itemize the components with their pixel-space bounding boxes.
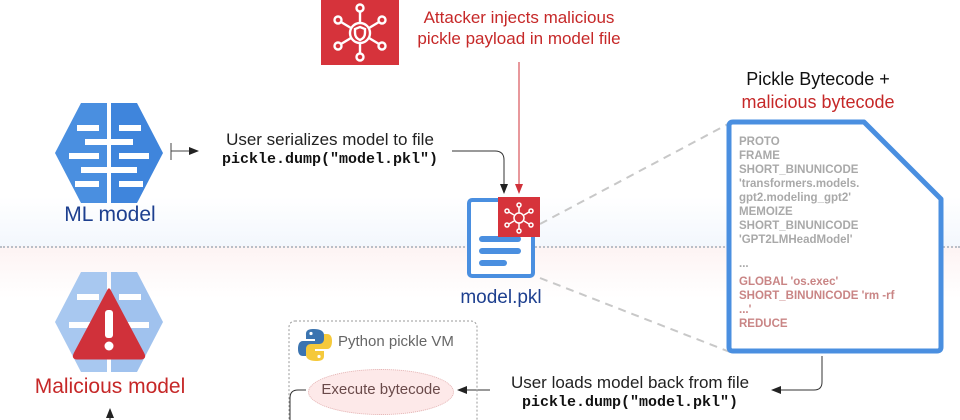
load-caption: User loads model back from file pickle.d… <box>490 372 770 413</box>
projection-line-bottom <box>539 277 731 353</box>
python-vm-box <box>288 320 478 420</box>
malicious-model-label: Malicious model <box>34 375 186 398</box>
bytecode-lines: PROTO FRAME SHORT_BINUNICODE 'transforme… <box>739 135 894 331</box>
python-vm-title: Python pickle VM <box>338 333 454 350</box>
python-logo-icon <box>297 327 333 363</box>
serialize-code: pickle.dump("model.pkl") <box>221 151 439 168</box>
ml-model-label: ML model <box>64 203 156 226</box>
bytecode-line: SHORT_BINUNICODE <box>739 164 859 176</box>
arrow-serialize-to-file <box>452 150 508 194</box>
arrow-execute-to-malicious <box>289 389 306 420</box>
malicious-bytecode-line: ...' <box>739 304 752 316</box>
attacker-caption: Attacker injects malicious pickle payloa… <box>405 7 633 49</box>
attacker-icon <box>321 0 399 65</box>
malicious-bytecode-line: GLOBAL 'os.exec' <box>739 276 839 288</box>
attacker-caption-line1: Attacker injects malicious <box>423 8 615 27</box>
execute-bytecode-node <box>308 369 454 415</box>
projection-line-top <box>539 122 731 225</box>
bytecode-title-line2: malicious bytecode <box>741 92 895 112</box>
malicious-bytecode-line: SHORT_BINUNICODE 'rm -rf <box>739 290 895 302</box>
bytecode-line: 'transformers.models. <box>739 178 860 190</box>
bytecode-line: 'GPT2LMHeadModel' <box>739 234 853 246</box>
bytecode-ellipsis: ... <box>739 258 749 270</box>
bytecode-title-line1: Pickle Bytecode + <box>746 69 890 89</box>
file-label: model.pkl <box>460 287 542 308</box>
serialize-text: User serializes model to file <box>226 130 434 149</box>
brain-icon <box>55 103 163 203</box>
attacker-caption-line2: pickle payload in model file <box>417 29 621 48</box>
bytecode-document: PROTO FRAME SHORT_BINUNICODE 'transforme… <box>726 119 946 355</box>
bytecode-line: PROTO <box>739 136 780 148</box>
file-badge-icon <box>498 197 540 237</box>
serialize-caption: User serializes model to file pickle.dum… <box>200 129 460 170</box>
bytecode-line: gpt2.modeling_gpt2' <box>739 192 851 204</box>
execute-bytecode-label: Execute bytecode <box>321 381 441 398</box>
load-text: User loads model back from file <box>510 373 750 392</box>
bytecode-line: MEMOIZE <box>739 206 793 218</box>
arrow-bytecode-to-load <box>771 356 823 394</box>
warning-brain-icon <box>55 272 163 372</box>
bytecode-line: SHORT_BINUNICODE <box>739 220 859 232</box>
load-code: pickle.dump("model.pkl") <box>521 394 739 411</box>
bytecode-title: Pickle Bytecode + malicious bytecode <box>708 68 928 114</box>
arrow-model-to-serialize <box>170 143 199 160</box>
malicious-bytecode-line: REDUCE <box>739 318 788 330</box>
bytecode-line: FRAME <box>739 150 780 162</box>
